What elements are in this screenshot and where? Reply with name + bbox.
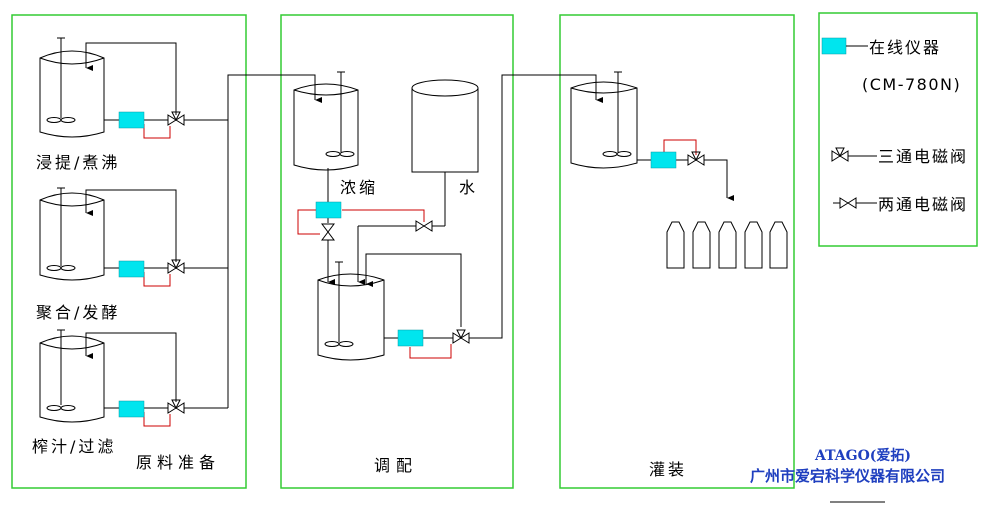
raw-recirculation-lines: [85, 42, 316, 409]
tank-press-filter: [39, 329, 105, 423]
section-title-raw-material: 原料准备: [136, 453, 220, 472]
filling-sample-loop: [663, 139, 697, 155]
three-way-valve-2: [167, 259, 185, 274]
online-instrument-filling: [650, 151, 677, 169]
tank-concentrate: [293, 71, 359, 171]
tank-label-concentrate: 浓缩: [340, 178, 378, 197]
online-instrument-2: [118, 260, 145, 278]
legend-three-way-valve-label: 三通电磁阀: [878, 147, 968, 166]
section-filling-frame: [559, 14, 795, 489]
tank-polymerize-ferment: [39, 187, 105, 281]
tank-filling: [570, 71, 728, 190]
section-title-blending: 调配: [374, 456, 418, 475]
two-way-valve-vertical: [321, 223, 335, 241]
blending-pipes: [327, 74, 597, 339]
tank-label-water: 水: [459, 178, 475, 197]
blending-sample-loops: [297, 209, 452, 359]
brand-company: 广州市爱宕科学仪器有限公司: [750, 467, 945, 485]
three-way-valve-blending: [452, 329, 470, 344]
tank-extract-boil: [39, 37, 105, 138]
online-instrument-blending: [397, 329, 424, 347]
tank-water: [411, 79, 479, 173]
legend-three-way-valve-icon: [831, 147, 849, 162]
online-instrument-concentrate: [315, 201, 342, 219]
tank-label-extract-boil: 浸提/煮沸: [36, 153, 120, 172]
three-way-valve-3: [167, 399, 185, 414]
brand-name: ATAGO(爱拓): [814, 447, 911, 464]
legend-instrument-swatch: [821, 37, 847, 55]
tank-label-polymerize-ferment: 聚合/发酵: [36, 303, 120, 322]
raw-sample-loops: [143, 124, 171, 427]
section-raw-material-frame: [11, 14, 247, 489]
three-way-valve-1: [167, 111, 185, 126]
legend-two-way-valve-label: 两通电磁阀: [878, 195, 968, 214]
tank-label-press-filter: 榨汁/过滤: [32, 437, 116, 456]
two-way-valve-water: [415, 220, 433, 232]
legend-online-instrument-label: 在线仪器: [869, 38, 941, 57]
tank-blending: [317, 261, 385, 361]
legend-two-way-valve-icon: [833, 197, 857, 209]
legend-frame: [818, 12, 978, 247]
online-instrument-3: [118, 400, 145, 418]
online-instrument-1: [118, 111, 145, 129]
section-title-filling: 灌装: [649, 460, 687, 479]
legend-model-label: (CM-780N): [862, 75, 961, 94]
section-blending-frame: [280, 14, 514, 489]
three-way-valve-filling: [687, 151, 705, 166]
bottle-row: [666, 221, 788, 269]
